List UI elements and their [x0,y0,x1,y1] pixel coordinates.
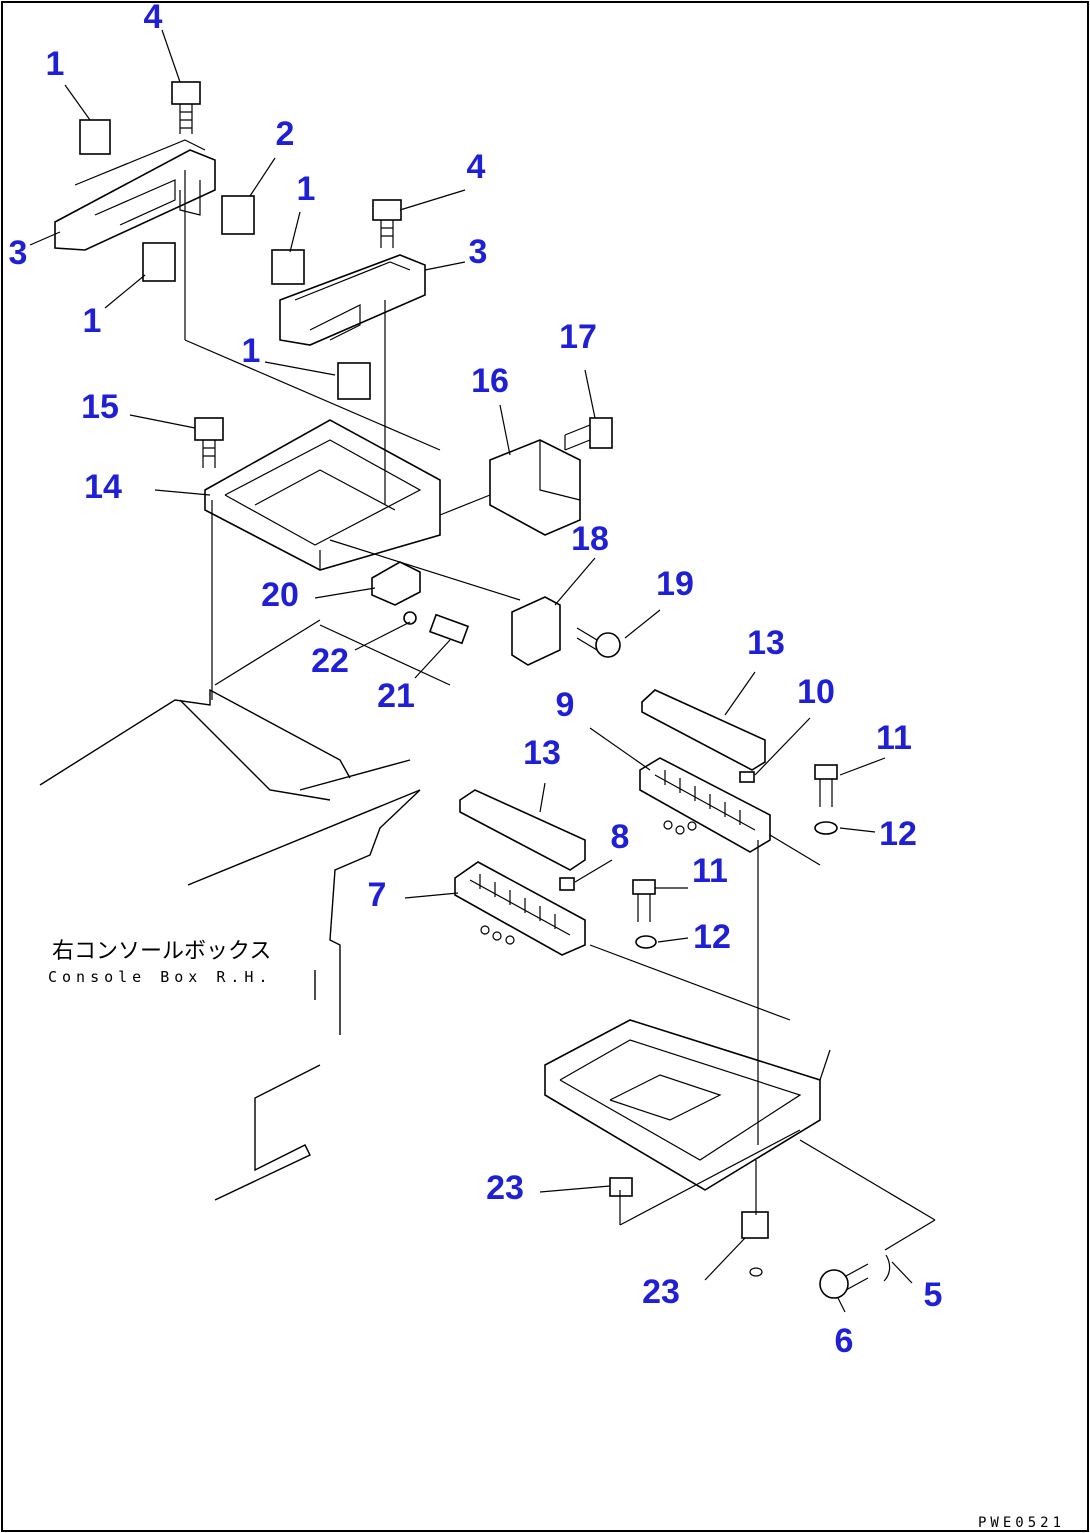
assembly-lines [184,170,936,1251]
callout-8: 8 [611,818,630,856]
fuse-clip-8 [559,877,575,891]
nut-23a [609,1177,633,1197]
relay-18 [511,596,561,666]
callout-5: 5 [924,1276,943,1314]
callout-20: 20 [261,576,299,614]
callout-4: 4 [144,0,163,36]
callout-10: 10 [797,673,835,711]
callout-13: 13 [747,624,785,662]
callout-1: 1 [83,302,102,340]
nut-23b [741,1211,769,1277]
fuse-cover-13a [641,689,766,771]
fuse-box-7 [454,861,586,956]
screw-19 [576,627,621,658]
callout-23: 23 [486,1169,524,1207]
callout-2: 2 [276,115,295,153]
callout-9: 9 [556,686,575,724]
relay-1d [337,362,371,400]
console-box-outline [39,688,421,1201]
relay-bracket-right [279,254,426,346]
relay-bracket-left [54,139,216,251]
washer-12a [814,821,838,835]
bolt-17 [564,417,613,451]
callout-1: 1 [46,45,65,83]
fuse-box-9 [639,757,771,853]
callout-16: 16 [471,362,509,400]
callout-6: 6 [835,1322,854,1360]
screw-11a [814,764,838,807]
callout-3: 3 [469,233,488,271]
bolt-4a [171,81,201,134]
callout-13: 13 [523,734,561,772]
callout-11: 11 [692,852,728,890]
callout-12: 12 [879,815,917,853]
clip-22 [403,611,417,625]
lower-tray [544,1019,831,1191]
bolt-15 [194,417,224,468]
connector-21 [428,613,470,645]
diode-20 [371,561,421,606]
relay-1c [271,249,305,285]
note-english: Console Box R.H. [48,968,273,986]
note-japanese: 右コンソールボックス [52,939,271,964]
mounting-plate-14 [204,419,441,571]
callout-21: 21 [377,677,415,715]
washer-12b [635,935,657,949]
callout-4: 4 [467,148,486,186]
relay-2 [221,195,255,235]
bolt-4b [372,199,402,248]
callout-1: 1 [242,332,261,370]
callout-23: 23 [642,1273,680,1311]
callout-3: 3 [9,234,28,272]
screw-11b [632,879,656,922]
callout-17: 17 [559,318,597,356]
bolt-6 [819,1263,869,1299]
drawing-code: PWE0521 [978,1515,1065,1531]
callout-22: 22 [311,642,349,680]
callout-11: 11 [876,719,912,757]
relay-1a [79,119,111,155]
controller-16 [489,439,581,536]
callout-7: 7 [368,876,387,914]
leader-lines [29,29,913,1313]
callout-14: 14 [84,468,122,506]
callout-1: 1 [297,170,316,208]
clip-5 [883,1254,891,1282]
fuse-clip-10 [739,771,755,783]
fuse-cover-13b [459,789,586,871]
callout-18: 18 [571,520,609,558]
callouts: 1 4 2 3 1 1 4 3 1 15 14 16 17 18 19 20 2… [9,0,943,1360]
relay-1b [142,242,176,282]
callout-15: 15 [81,388,119,426]
callout-12: 12 [693,918,731,956]
callout-19: 19 [656,565,694,603]
